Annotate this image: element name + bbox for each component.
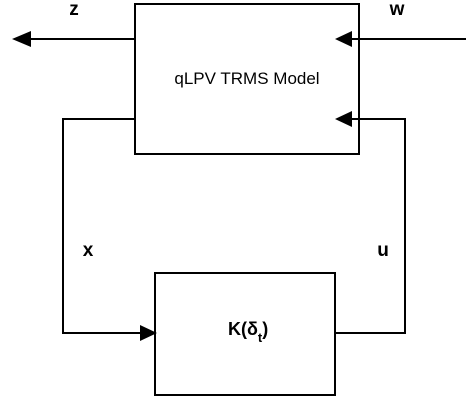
w-signal-label: w (389, 0, 405, 20)
x-signal-label: x (83, 240, 94, 261)
w-input-arrowhead (335, 31, 352, 47)
z-signal-label: z (69, 0, 79, 20)
controller-label-close: ) (262, 319, 268, 339)
x-feedback-arrowhead (140, 325, 157, 341)
plant-block-label: qLPV TRMS Model (174, 69, 319, 88)
u-signal-label: u (377, 240, 389, 261)
z-output-arrowhead (12, 31, 31, 47)
controller-block-label: K(δt) (228, 319, 268, 345)
controller-label-main: K(δ (228, 319, 258, 339)
u-control-arrowhead (335, 111, 352, 127)
plant-block[interactable] (134, 3, 360, 155)
controller-block[interactable] (154, 272, 336, 396)
controller-label-subscript: t (258, 330, 263, 345)
x-feedback-wire (62, 118, 141, 334)
u-control-wire (335, 118, 406, 334)
